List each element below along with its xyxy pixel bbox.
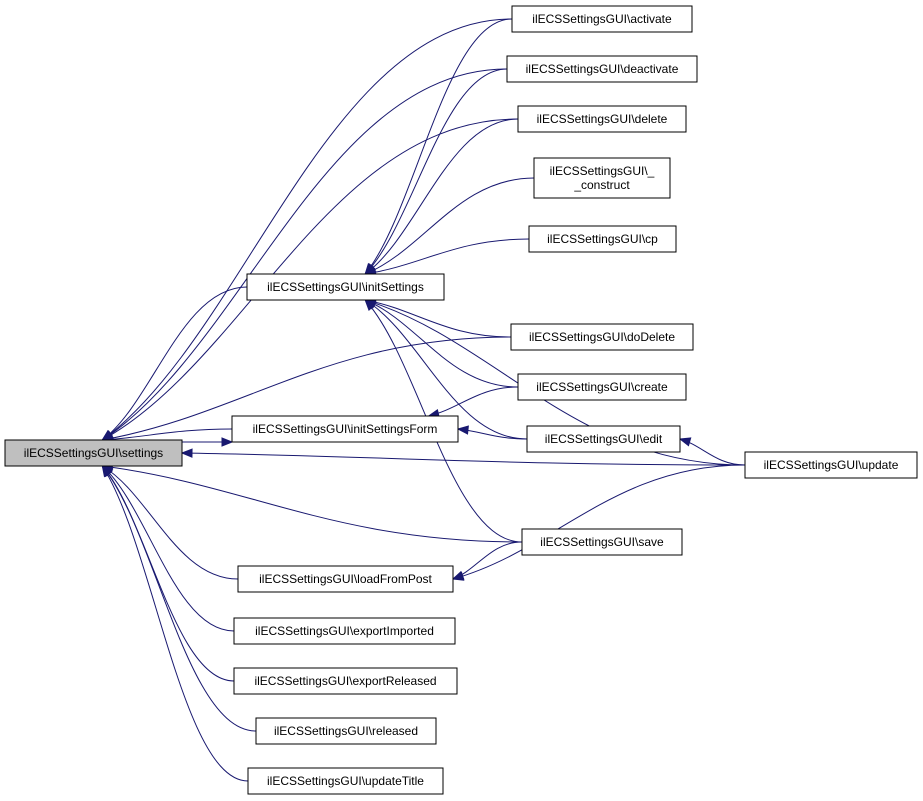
node-initSettings-box <box>246 273 445 301</box>
arrowhead-updateTitle-to-settings <box>101 464 113 478</box>
arrowhead-update-to-loadFromPost <box>451 571 465 581</box>
edge-activate-to-settings <box>102 18 513 441</box>
node-exportImported-box <box>233 617 456 645</box>
node-loadFromPost-box <box>237 565 454 593</box>
node-create[interactable]: ilECSSettingsGUI\create <box>517 373 687 401</box>
arrowhead-edit-to-initSettingsForm <box>456 425 469 435</box>
node-doDelete-label-0: ilECSSettingsGUI\doDelete <box>529 330 675 344</box>
edge-save-to-settings <box>102 465 523 543</box>
node-delete[interactable]: ilECSSettingsGUI\delete <box>517 105 687 133</box>
node-edit[interactable]: ilECSSettingsGUI\edit <box>526 425 681 453</box>
edge-updateTitle-to-settings <box>101 465 249 782</box>
node-exportImported[interactable]: ilECSSettingsGUI\exportImported <box>233 617 456 645</box>
node-initSettingsForm-box <box>231 415 459 443</box>
node-exportReleased[interactable]: ilECSSettingsGUI\exportReleased <box>233 667 458 695</box>
edge-exportImported-to-settings <box>102 465 235 632</box>
node-save[interactable]: ilECSSettingsGUI\save <box>521 528 683 556</box>
edge-doDelete-to-settings <box>102 336 512 441</box>
node-updateTitle[interactable]: ilECSSettingsGUI\updateTitle <box>247 767 444 795</box>
node-construct-box <box>533 157 671 199</box>
edge-save-to-loadFromPost <box>452 541 523 580</box>
arrowhead-update-to-edit <box>678 437 692 447</box>
node-updateTitle-box <box>247 767 444 795</box>
node-activate-box <box>511 5 693 33</box>
node-delete-label-0: ilECSSettingsGUI\delete <box>537 112 668 126</box>
arrowhead-update-to-settings <box>180 448 193 458</box>
edge-edit-to-initSettings <box>364 299 528 440</box>
node-loadFromPost-label-0: ilECSSettingsGUI\loadFromPost <box>259 572 432 586</box>
edge-loadFromPost-to-settings <box>102 465 239 580</box>
node-edit-label-0: ilECSSettingsGUI\edit <box>545 432 663 446</box>
edge-create-to-initSettingsForm <box>428 386 519 417</box>
edge-deactivate-to-settings <box>102 68 508 441</box>
edge-delete-to-settings <box>102 118 519 441</box>
edge-activate-to-initSettings <box>364 18 513 275</box>
edge-delete-to-initSettings <box>364 118 519 275</box>
node-loadFromPost[interactable]: ilECSSettingsGUI\loadFromPost <box>237 565 454 593</box>
node-deactivate-label-0: ilECSSettingsGUI\deactivate <box>526 62 679 76</box>
node-activate-label-0: ilECSSettingsGUI\activate <box>532 12 672 26</box>
node-cp-label-0: ilECSSettingsGUI\cp <box>547 232 658 246</box>
node-initSettingsForm-label-0: ilECSSettingsGUI\initSettingsForm <box>253 422 438 436</box>
node-updateTitle-label-0: ilECSSettingsGUI\updateTitle <box>267 774 424 788</box>
node-construct-label-1: _construct <box>573 178 630 192</box>
nodes-layer: ilECSSettingsGUI\settings ilECSSettingsGU… <box>4 5 918 795</box>
node-update-box <box>744 451 918 479</box>
node-released[interactable]: ilECSSettingsGUI\released <box>255 717 437 745</box>
node-cp[interactable]: ilECSSettingsGUI\cp <box>528 225 677 253</box>
node-doDelete[interactable]: ilECSSettingsGUI\doDelete <box>510 323 694 351</box>
arrowhead-save-to-initSettings <box>364 299 376 311</box>
node-exportImported-label-0: ilECSSettingsGUI\exportImported <box>255 624 434 638</box>
node-cp-box <box>528 225 677 253</box>
edge-doDelete-to-initSettings <box>365 299 512 338</box>
node-exportReleased-label-0: ilECSSettingsGUI\exportReleased <box>254 674 436 688</box>
edge-released-to-settings <box>101 465 257 732</box>
arrowhead-settings-to-initSettingsForm <box>221 437 234 447</box>
node-settings-box <box>4 439 183 467</box>
node-exportReleased-box <box>233 667 458 695</box>
node-released-label-0: ilECSSettingsGUI\released <box>274 724 418 738</box>
edge-initSettings-to-settings <box>102 286 248 441</box>
node-deactivate-box <box>506 55 698 83</box>
edge-construct-to-initSettings <box>365 177 535 275</box>
node-create-label-0: ilECSSettingsGUI\create <box>536 380 668 394</box>
node-initSettings[interactable]: ilECSSettingsGUI\initSettings <box>246 273 445 301</box>
node-create-box <box>517 373 687 401</box>
node-update[interactable]: ilECSSettingsGUI\update <box>744 451 918 479</box>
node-edit-box <box>526 425 681 453</box>
node-save-label-0: ilECSSettingsGUI\save <box>540 535 664 549</box>
node-construct-label-0: ilECSSettingsGUI\_ <box>550 164 655 178</box>
edge-initSettingsForm-to-settings <box>102 428 233 441</box>
edge-create-to-initSettings <box>365 299 519 388</box>
node-save-box <box>521 528 683 556</box>
node-settings-label-0: ilECSSettingsGUI\settings <box>24 446 163 460</box>
edge-save-to-initSettings <box>364 299 523 543</box>
node-deactivate[interactable]: ilECSSettingsGUI\deactivate <box>506 55 698 83</box>
edge-update-to-settings <box>181 452 746 466</box>
node-construct[interactable]: ilECSSettingsGUI\__construct <box>533 157 671 199</box>
edge-deactivate-to-initSettings <box>364 68 508 275</box>
node-released-box <box>255 717 437 745</box>
edge-update-to-loadFromPost <box>452 464 746 580</box>
edge-cp-to-initSettings <box>365 238 530 275</box>
node-settings[interactable]: ilECSSettingsGUI\settings <box>4 439 183 467</box>
node-initSettings-label-0: ilECSSettingsGUI\initSettings <box>267 280 424 294</box>
node-doDelete-box <box>510 323 694 351</box>
node-delete-box <box>517 105 687 133</box>
node-update-label-0: ilECSSettingsGUI\update <box>764 458 899 472</box>
node-initSettingsForm[interactable]: ilECSSettingsGUI\initSettingsForm <box>231 415 459 443</box>
node-activate[interactable]: ilECSSettingsGUI\activate <box>511 5 693 33</box>
